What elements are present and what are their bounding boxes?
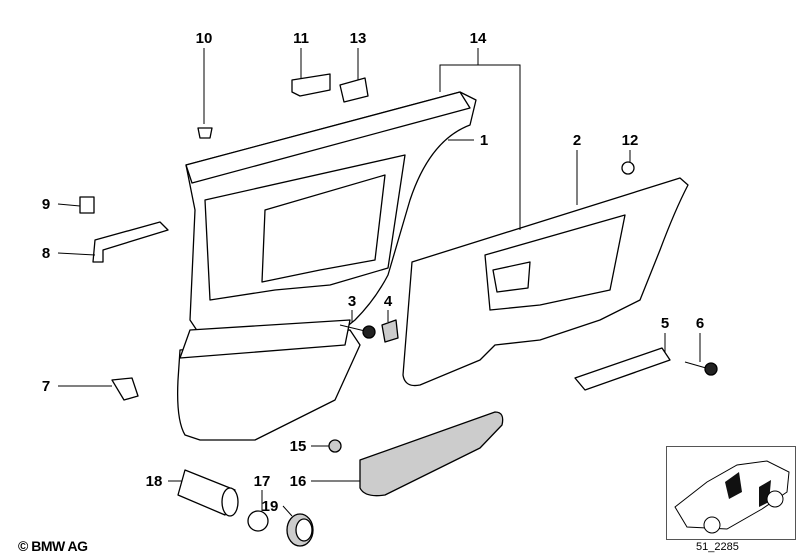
part-5-grab-handle[interactable] xyxy=(574,347,671,391)
part-13-holder[interactable] xyxy=(339,77,369,103)
label-18: 18 xyxy=(146,473,163,490)
label-3: 3 xyxy=(348,293,356,310)
part-18-sleeve[interactable] xyxy=(177,469,239,517)
part-10-clip[interactable] xyxy=(197,127,213,139)
part-1-trim-panel[interactable] xyxy=(177,91,477,441)
car-outline-icon xyxy=(674,460,790,534)
label-10: 10 xyxy=(196,30,213,47)
part-3-screw[interactable] xyxy=(339,324,376,339)
part-6-screw[interactable] xyxy=(684,361,718,376)
diagram-reference-number: 51_2285 xyxy=(696,541,739,553)
label-19: 19 xyxy=(262,498,279,515)
label-4: 4 xyxy=(384,293,393,310)
label-12: 12 xyxy=(622,132,639,149)
label-2: 2 xyxy=(573,132,581,149)
leader-lines xyxy=(57,48,701,517)
part-7-clip[interactable] xyxy=(111,377,139,401)
part-19-cap[interactable] xyxy=(286,513,314,547)
part-16-armrest[interactable] xyxy=(359,411,504,497)
label-16: 16 xyxy=(290,473,307,490)
part-4-cap[interactable] xyxy=(381,319,399,343)
copyright-text: © BMW AG xyxy=(18,538,88,554)
label-7: 7 xyxy=(42,378,50,395)
label-1: 1 xyxy=(480,132,488,149)
part-11-holder[interactable] xyxy=(291,73,331,97)
label-14: 14 xyxy=(470,30,487,47)
label-8: 8 xyxy=(42,245,50,262)
label-9: 9 xyxy=(42,196,50,213)
part-15-washer[interactable] xyxy=(328,439,342,453)
label-5: 5 xyxy=(661,315,669,332)
vehicle-location-thumbnail xyxy=(666,446,796,540)
label-11: 11 xyxy=(293,30,309,47)
label-13: 13 xyxy=(350,30,367,47)
part-8-bracket[interactable] xyxy=(92,221,169,263)
part-9-bracket[interactable] xyxy=(79,196,95,214)
label-15: 15 xyxy=(290,438,307,455)
part-17-ring[interactable] xyxy=(247,510,269,532)
part-2-trim-panel[interactable] xyxy=(402,177,689,387)
label-6: 6 xyxy=(696,315,704,332)
part-12-clip[interactable] xyxy=(621,161,635,175)
label-17: 17 xyxy=(254,473,271,490)
